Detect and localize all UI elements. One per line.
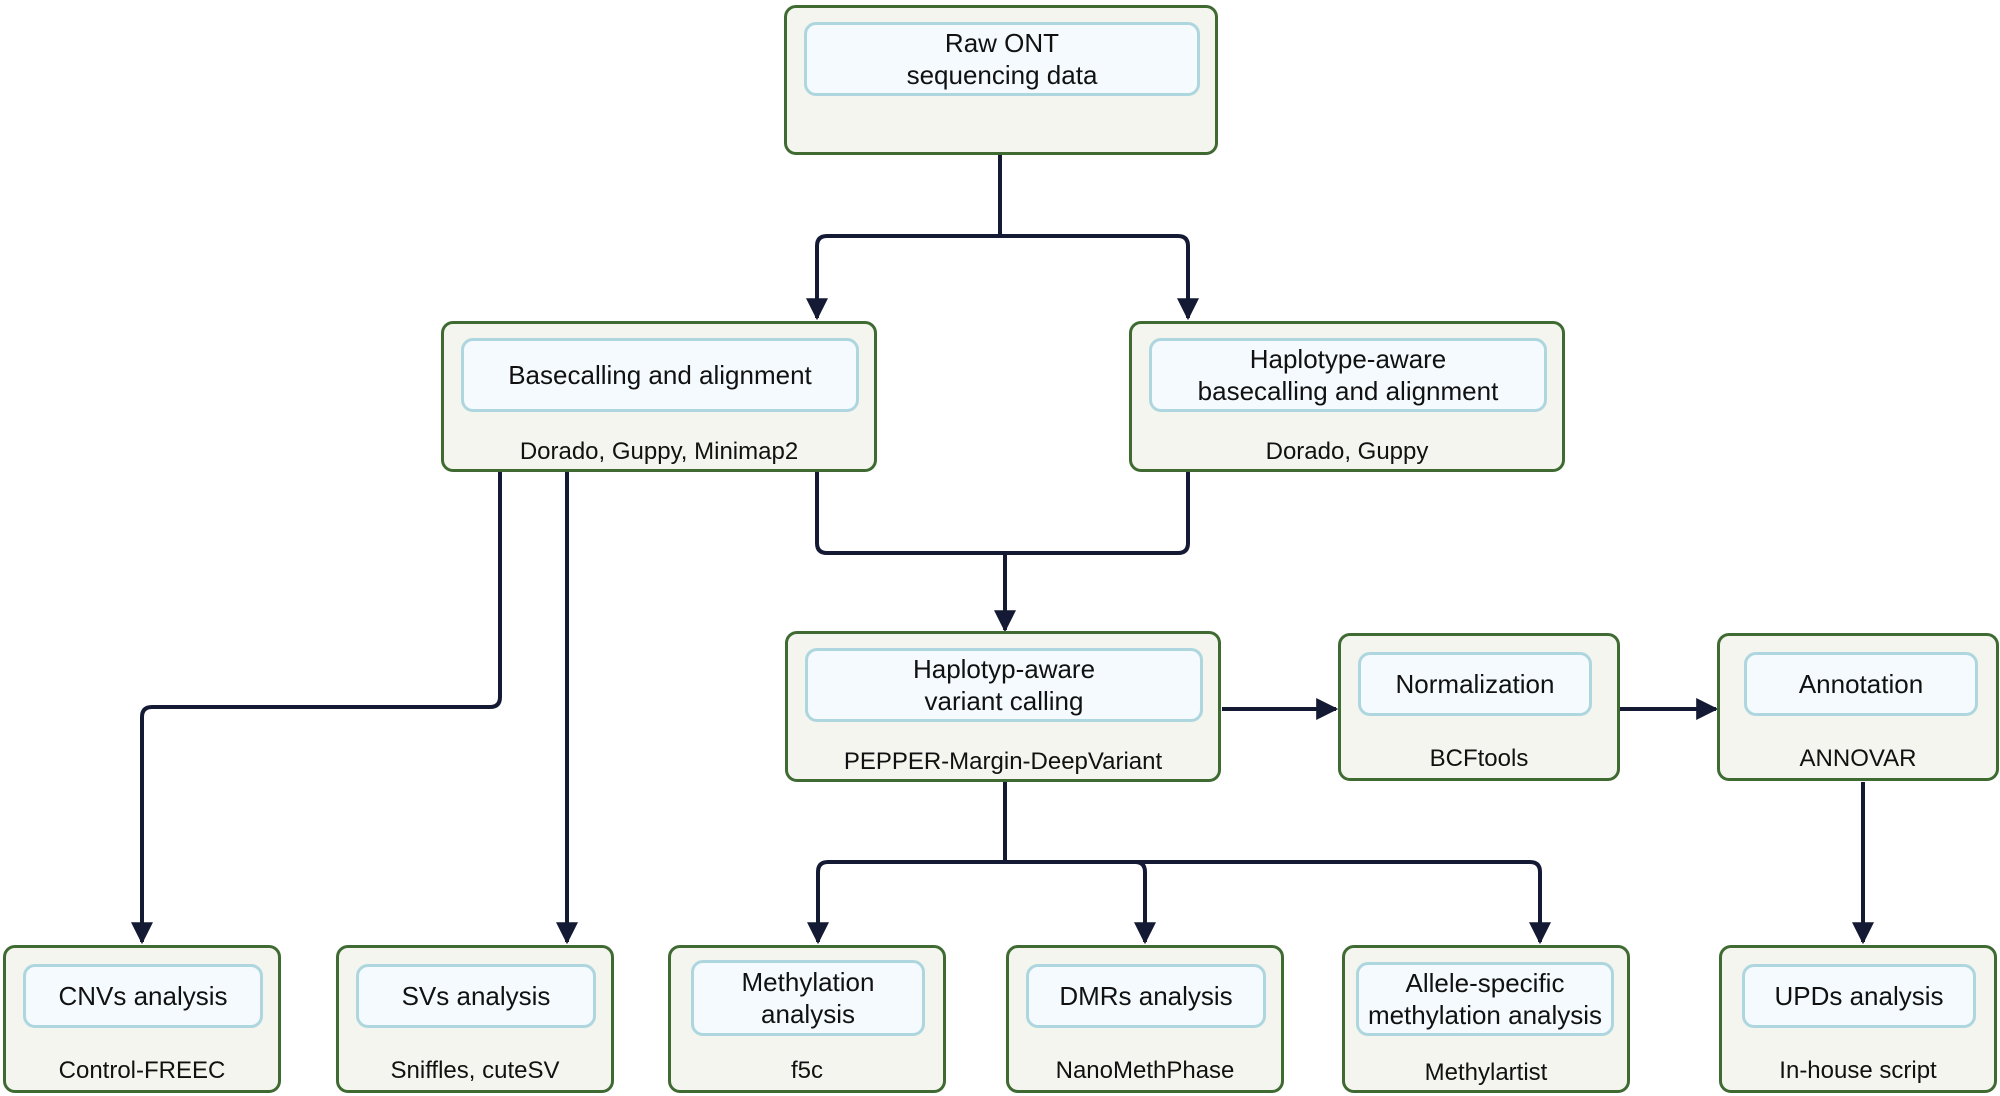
connector-split-to-allele-methylation [1005,860,1551,945]
annotation-tools: ANNOVAR [1799,745,1917,772]
node-variant-calling: Haplotyp-aware variant calling PEPPER-Ma… [785,631,1221,782]
connector-haplotype-to-merge [1005,472,1190,555]
connector-basecalling-to-cnv [131,472,502,945]
allele-methylation-tools: Methylartist [1424,1059,1548,1086]
raw-ont-data-title-box: Raw ONT sequencing data [804,22,1200,96]
allele-methylation-title: Allele-specific methylation analysis [1367,968,1603,1030]
annotation-title-box: Annotation [1744,652,1978,716]
methylation-title-box: Methylation analysis [691,960,925,1036]
svs-tools: Sniffles, cuteSV [390,1057,560,1084]
basecalling-tools: Dorado, Guppy, Minimap2 [519,438,799,465]
connector-basecalling-to-merge [815,472,1005,555]
node-haplotype-basecalling: Haplotype-aware basecalling and alignmen… [1129,321,1565,472]
upds-title: UPDs analysis [1774,981,1944,1011]
svs-title: SVs analysis [401,981,551,1011]
connector-split-to-dmr [1005,860,1156,945]
variant-calling-tools: PEPPER-Margin-DeepVariant [843,748,1163,775]
connector-split-to-haplotype-basecalling [1000,234,1199,321]
node-annotation: Annotation ANNOVAR [1717,633,1999,781]
cnvs-title: CNVs analysis [58,981,228,1011]
cnvs-title-box: CNVs analysis [23,964,263,1028]
variant-calling-title-box: Haplotyp-aware variant calling [805,648,1203,722]
dmrs-tools: NanoMethPhase [1055,1057,1235,1084]
variant-calling-title: Haplotyp-aware variant calling [912,654,1096,716]
basecalling-title: Basecalling and alignment [508,360,812,390]
node-basecalling-alignment: Basecalling and alignment Dorado, Guppy,… [441,321,877,472]
haplotype-basecalling-title-box: Haplotype-aware basecalling and alignmen… [1149,338,1547,412]
node-cnvs-analysis: CNVs analysis Control-FREEC [3,945,281,1093]
cnvs-tools: Control-FREEC [58,1057,226,1084]
connector-split-to-basecalling [806,234,1000,321]
basecalling-title-box: Basecalling and alignment [461,338,859,412]
dmrs-title-box: DMRs analysis [1026,964,1266,1028]
normalization-tools: BCFtools [1429,745,1529,772]
upds-tools: In-house script [1779,1057,1937,1084]
allele-methylation-title-box: Allele-specific methylation analysis [1356,962,1614,1036]
node-upds-analysis: UPDs analysis In-house script [1719,945,1997,1093]
haplotype-basecalling-tools: Dorado, Guppy [1265,438,1429,465]
methylation-tools: f5c [790,1057,823,1084]
annotation-title: Annotation [1798,669,1924,699]
node-raw-ont-data: Raw ONT sequencing data [784,5,1218,155]
upds-title-box: UPDs analysis [1742,964,1976,1028]
node-methylation-analysis: Methylation analysis f5c [668,945,946,1093]
node-dmrs-analysis: DMRs analysis NanoMethPhase [1006,945,1284,1093]
connector-split-to-methylation [807,860,1005,945]
normalization-title-box: Normalization [1358,652,1592,716]
svs-title-box: SVs analysis [356,964,596,1028]
node-allele-specific-methylation: Allele-specific methylation analysis Met… [1342,945,1630,1093]
node-normalization: Normalization BCFtools [1338,633,1620,781]
dmrs-title: DMRs analysis [1059,981,1233,1011]
methylation-title: Methylation analysis [741,967,875,1029]
haplotype-basecalling-title: Haplotype-aware basecalling and alignmen… [1197,344,1499,406]
node-svs-analysis: SVs analysis Sniffles, cuteSV [336,945,614,1093]
raw-ont-data-title: Raw ONT sequencing data [906,28,1098,90]
normalization-title: Normalization [1395,669,1555,699]
